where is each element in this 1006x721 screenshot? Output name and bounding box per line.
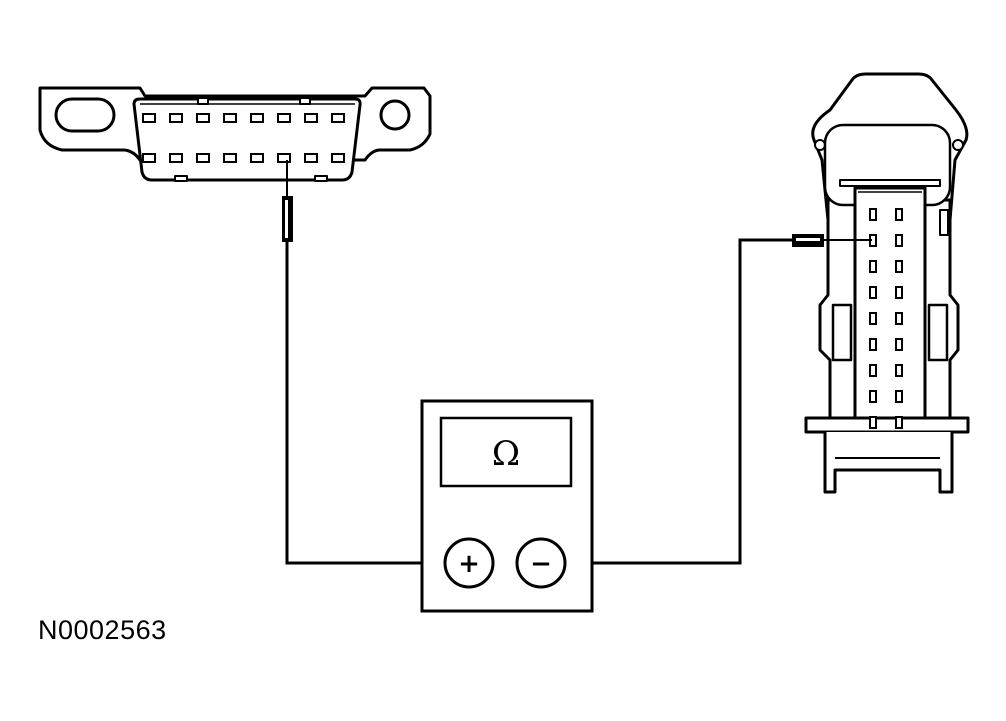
module-pin-housing [853, 186, 927, 442]
module-pin-cavity [869, 390, 877, 403]
dlc-pin-cavity [277, 113, 291, 123]
dlc-pin-cavity [142, 113, 156, 123]
module-pin-cavity [869, 364, 877, 377]
dlc-pin-cavity [277, 153, 291, 163]
dlc-pin-grid [142, 113, 345, 163]
module-pin-cavity [895, 234, 903, 247]
dlc-shroud [132, 97, 362, 182]
module-pin-cavity [895, 208, 903, 221]
dlc-pin-cavity [250, 153, 264, 163]
dlc-pin-cavity [142, 153, 156, 163]
positive-terminal [443, 537, 495, 589]
module-pin-cavity [869, 260, 877, 273]
module-pin-cavity [869, 312, 877, 325]
module-pin-cavity [895, 390, 903, 403]
dlc-pin-cavity [223, 113, 237, 123]
module-pin-cavity [895, 338, 903, 351]
dlc-pin-cavity [250, 113, 264, 123]
module-pin-cavity [895, 416, 903, 429]
module-pin-cavity [895, 364, 903, 377]
positive-terminal-label: + [458, 549, 480, 579]
negative-terminal [515, 537, 567, 589]
positive-test-lead [285, 242, 445, 565]
dlc-pin-cavity [223, 153, 237, 163]
module-pin-cavity [895, 260, 903, 273]
module-pin-cavity [869, 338, 877, 351]
module-connector [804, 72, 970, 494]
module-pin-cavity [869, 286, 877, 299]
dlc-pin-cavity [331, 153, 345, 163]
dlc-pin-cavity [196, 153, 210, 163]
dlc-connector [38, 86, 432, 182]
module-test-probe [792, 234, 872, 247]
figure-id-label: N0002563 [38, 615, 167, 645]
module-connector-flange [804, 416, 970, 434]
dlc-pin-cavity [169, 113, 183, 123]
module-pin-cavity [895, 312, 903, 325]
dlc-pin-cavity [169, 153, 183, 163]
negative-test-lead [566, 238, 792, 565]
dlc-mounting-slot [54, 97, 116, 133]
module-pin-cavity [869, 208, 877, 221]
module-pin-cavity [895, 286, 903, 299]
dlc-mounting-hole [379, 99, 411, 131]
negative-terminal-label: − [530, 549, 552, 579]
dlc-pin-cavity [331, 113, 345, 123]
test-leads [285, 238, 792, 565]
ohmmeter-display [439, 416, 573, 488]
dlc-pin-cavity [196, 113, 210, 123]
module-pin-cavity [869, 416, 877, 429]
ohmmeter: Ω + − [420, 399, 594, 613]
ohm-symbol: Ω [492, 434, 520, 474]
dlc-pin-cavity [304, 113, 318, 123]
dlc-pin-cavity [304, 153, 318, 163]
module-pin-grid [869, 208, 903, 429]
dlc-test-probe [282, 160, 293, 242]
